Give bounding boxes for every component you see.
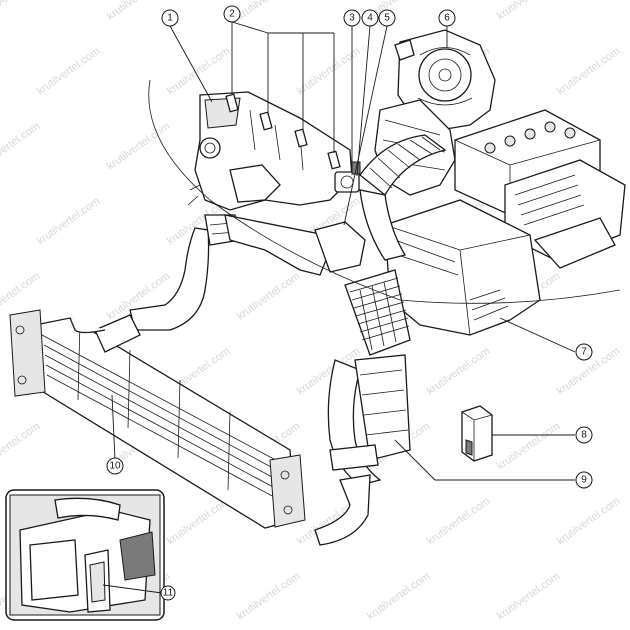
watermark-text: krutilvertel.com bbox=[425, 345, 492, 397]
watermark-text: krutilvertel.com bbox=[35, 45, 102, 97]
callout-label: 2 bbox=[229, 9, 235, 20]
callout-2: 2 bbox=[223, 5, 241, 23]
callout-10: 10 bbox=[106, 457, 124, 475]
air-duct bbox=[344, 269, 411, 356]
watermark-text: krutilvertel.com bbox=[105, 120, 172, 172]
callout-5: 5 bbox=[378, 9, 396, 27]
callout-8: 8 bbox=[575, 426, 593, 444]
watermark-text: krutilvertel.com bbox=[425, 495, 492, 547]
callout-label: 10 bbox=[109, 461, 121, 472]
watermark-text: krutilvertel.com bbox=[235, 570, 302, 622]
callout-label: 3 bbox=[349, 13, 355, 24]
intercooler-inlet-hose bbox=[69, 314, 141, 353]
callout-3: 3 bbox=[343, 9, 361, 27]
callout-label: 5 bbox=[384, 13, 390, 24]
watermark-text: krutilvertel.com bbox=[495, 570, 562, 622]
callout-label: 11 bbox=[163, 588, 174, 599]
callout-label: 6 bbox=[444, 13, 450, 24]
watermark-text: krutilvertel.com bbox=[555, 495, 622, 547]
callout-4: 4 bbox=[361, 9, 379, 27]
watermark-text: krutilvertel.com bbox=[555, 45, 622, 97]
callout-11: 11 bbox=[160, 585, 176, 601]
relay-box bbox=[504, 159, 626, 269]
callout-label: 8 bbox=[581, 430, 587, 441]
guide-line bbox=[148, 79, 621, 304]
callout-7: 7 bbox=[575, 343, 593, 361]
watermark-text: krutilvertel.com bbox=[495, 420, 562, 472]
intercooler bbox=[9, 309, 306, 529]
callout-label: 9 bbox=[581, 475, 587, 486]
callout-label: 7 bbox=[581, 347, 587, 358]
watermark-text: krutilvertel.com bbox=[235, 0, 302, 22]
lower-charge-pipe bbox=[314, 354, 411, 546]
intake-manifold bbox=[187, 91, 353, 211]
watermark-text: krutilvertel.com bbox=[165, 45, 232, 97]
watermark-text: krutilvertel.com bbox=[365, 570, 432, 622]
watermark-text: krutilvertel.com bbox=[35, 195, 102, 247]
callout-9: 9 bbox=[575, 471, 593, 489]
callout-label: 4 bbox=[367, 13, 373, 24]
watermark-text: krutilvertel.com bbox=[495, 0, 562, 22]
callout-6: 6 bbox=[438, 9, 456, 27]
injectors bbox=[225, 93, 341, 170]
leader-lines bbox=[102, 21, 576, 594]
bracket-strip bbox=[224, 214, 366, 276]
watermark-text: krutilvertel.com bbox=[0, 120, 42, 172]
watermark-text: krutilvertel.com bbox=[0, 0, 42, 22]
intake-hose bbox=[359, 134, 447, 261]
watermark-text: krutilvertel.com bbox=[165, 495, 232, 547]
inset-box bbox=[5, 489, 165, 621]
air-filter-housing bbox=[384, 199, 541, 336]
callout-1: 1 bbox=[161, 9, 179, 27]
boost-pressure-sensor bbox=[461, 405, 493, 462]
watermark-text: krutilvertel.com bbox=[235, 270, 302, 322]
watermark-text: krutilvertel.com bbox=[0, 420, 42, 472]
callout-label: 1 bbox=[167, 13, 173, 24]
